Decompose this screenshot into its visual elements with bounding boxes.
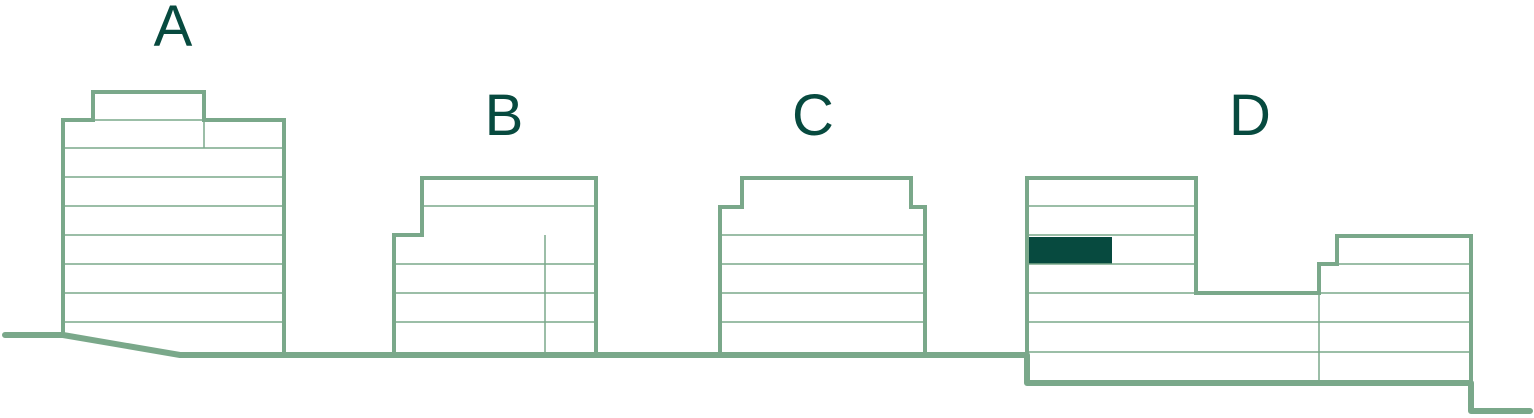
building-b: B bbox=[392, 83, 598, 354]
building-a-floor-lines bbox=[63, 119, 284, 323]
building-a: A bbox=[61, 0, 286, 354]
building-a-label: A bbox=[154, 0, 193, 59]
building-b-outline bbox=[392, 176, 598, 354]
building-c: C bbox=[718, 83, 927, 354]
building-d: D bbox=[1025, 83, 1473, 385]
building-a-outline bbox=[61, 90, 286, 354]
building-c-label: C bbox=[792, 83, 834, 148]
building-c-floor-lines bbox=[720, 234, 925, 323]
building-d-outline bbox=[1025, 176, 1473, 385]
building-b-floor-lines bbox=[394, 205, 596, 352]
ground-line bbox=[2, 332, 1533, 414]
building-b-label: B bbox=[485, 83, 524, 148]
building-d-label: D bbox=[1229, 83, 1271, 148]
building-d-floor-lines bbox=[1027, 205, 1471, 383]
building-c-outline bbox=[718, 176, 927, 354]
building-d-highlighted-unit bbox=[1029, 237, 1112, 264]
